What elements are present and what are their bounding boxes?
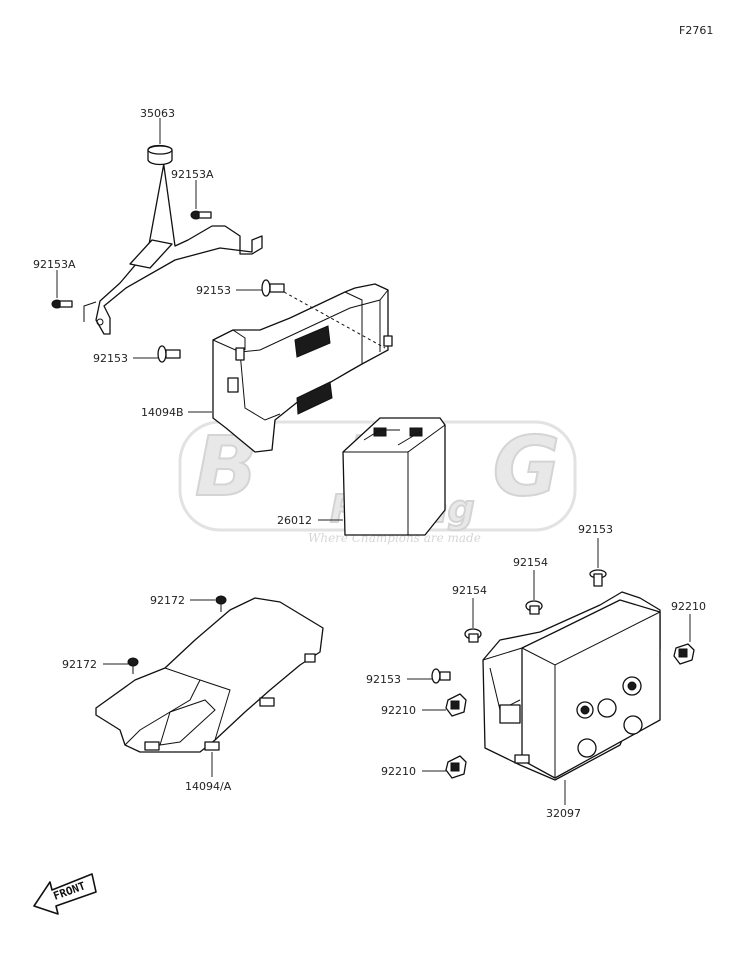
label-92210-low: 92210: [381, 765, 416, 778]
label-92153-tray-top: 92153: [196, 284, 231, 297]
bracket-35063: [83, 144, 263, 335]
label-92153A-upper: 92153A: [171, 168, 214, 181]
label-35063: 35063: [140, 107, 175, 120]
label-92154-lower: 92154: [452, 584, 487, 597]
nut-92210-low: [445, 755, 467, 779]
label-92154-upper: 92154: [513, 556, 548, 569]
cover-14094A: [95, 597, 324, 753]
nut-92210-mid: [445, 693, 467, 717]
bolt-92153-tray-top: [261, 279, 285, 297]
label-14094A: 14094/A: [185, 780, 232, 793]
part-labels: 35063 92153A 92153A 92153 92153 14094B 2…: [33, 107, 706, 820]
figure-code: F2761: [679, 24, 713, 37]
bolt-92153-box-left: [431, 668, 451, 684]
tray-14094B: [212, 283, 393, 453]
label-92153-tray-left: 92153: [93, 352, 128, 365]
label-26012: 26012: [277, 514, 312, 527]
label-92172-left: 92172: [62, 658, 97, 671]
label-92210-right: 92210: [671, 600, 706, 613]
box-32097: [482, 591, 661, 781]
leader-lines: [56, 118, 691, 805]
label-14094B: 14094B: [141, 406, 184, 419]
bolt-92153-box-top: [589, 569, 607, 587]
bolt-92153A-left: [51, 299, 73, 309]
nut-92210-right: [673, 643, 695, 665]
collar-92154-upper: [525, 600, 543, 615]
battery-26012: [342, 417, 446, 536]
collar-92154-lower: [464, 628, 482, 643]
bolt-92153-tray-left: [157, 345, 181, 363]
label-92153-box-left: 92153: [366, 673, 401, 686]
front-arrow-shape: [33, 873, 97, 915]
label-92153-box-top: 92153: [578, 523, 613, 536]
label-92153A-left: 92153A: [33, 258, 76, 271]
label-92172-top: 92172: [150, 594, 185, 607]
front-arrow: FRONT: [33, 873, 97, 915]
label-32097: 32097: [546, 807, 581, 820]
screw-92172-left: [127, 657, 139, 674]
label-92210-mid: 92210: [381, 704, 416, 717]
screw-92172-top: [215, 595, 227, 612]
bolt-92153A-upper: [190, 210, 212, 220]
bolt-path-tray-top: [283, 291, 386, 349]
